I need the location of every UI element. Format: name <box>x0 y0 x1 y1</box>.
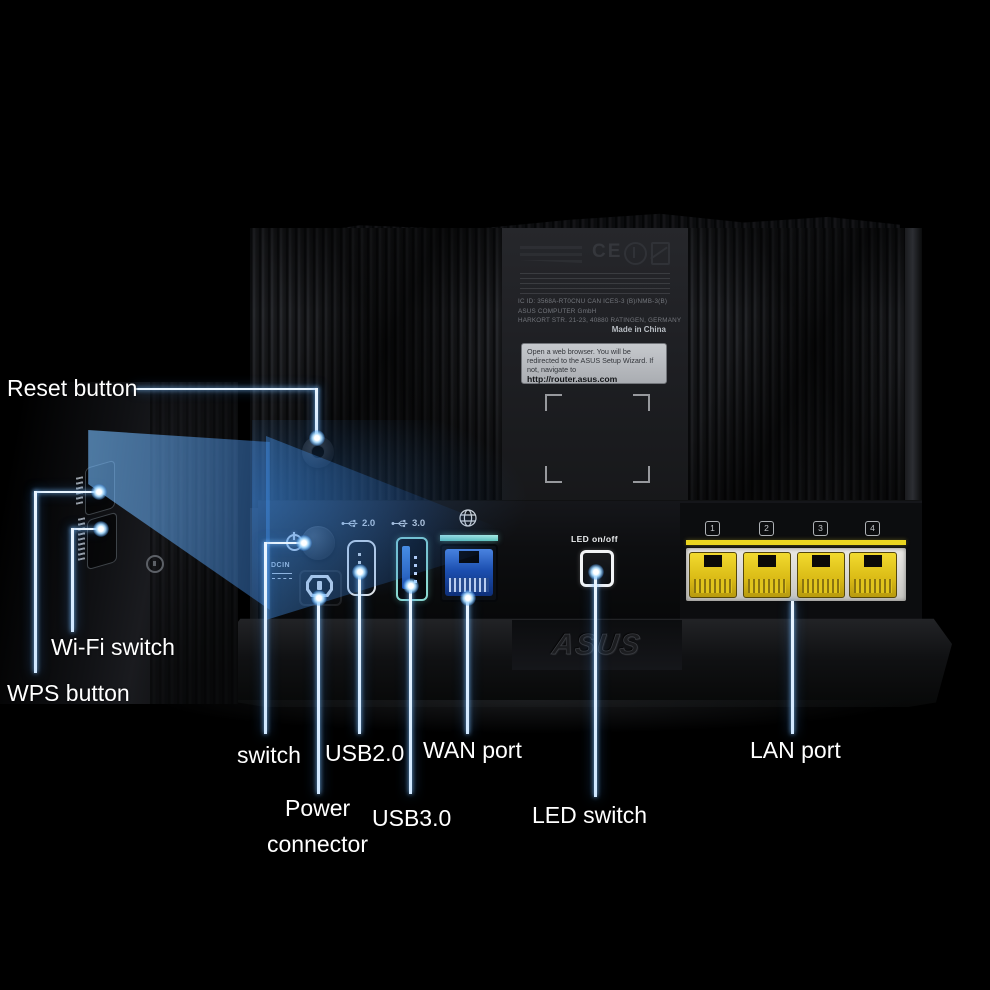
usb3-icon: 3.0 <box>391 518 425 529</box>
lan-port-4 <box>849 552 897 598</box>
wan-rj45-jack <box>445 549 493 596</box>
callout-line-wps-h <box>34 491 100 493</box>
made-in-china-text: Made in China <box>611 325 666 334</box>
label-usb3: USB3.0 <box>372 805 452 831</box>
callout-dot-switch <box>296 535 312 551</box>
callout-line-wifi-h <box>71 528 101 530</box>
regulatory-line-3: HARKORT STR. 21-23, 40880 RATINGEN, GERM… <box>518 317 682 324</box>
blue-glow-tint <box>252 420 552 620</box>
callout-dot-led <box>588 564 604 580</box>
rj45-contacts <box>693 578 733 594</box>
label-power-line1: Power <box>285 795 351 821</box>
globe-icon <box>459 509 477 527</box>
dc-symbol-icon <box>272 573 292 579</box>
label-switch: switch <box>237 742 301 768</box>
callout-line-reset-v <box>315 388 318 437</box>
label-wifi-switch: Wi-Fi switch <box>51 634 175 660</box>
ce-certification-mark: CE <box>592 241 623 262</box>
lan-port-1 <box>689 552 737 598</box>
callout-dot-usb2 <box>352 564 368 580</box>
usb3-version-text: 3.0 <box>412 518 425 529</box>
regulatory-line-2: ASUS COMPUTER GmbH <box>518 307 597 315</box>
led-onoff-label: LED on/off <box>571 534 618 544</box>
panel-ribs-right <box>688 228 922 508</box>
certification-circle-icon <box>624 242 647 265</box>
lan-port-3 <box>797 552 845 598</box>
usb2-version-text: 2.0 <box>362 518 375 529</box>
lan4-number-icon: 4 <box>865 521 880 536</box>
callout-dot-wifi <box>93 521 109 537</box>
setup-wizard-sticker: Open a web browser. You will be redirect… <box>521 343 667 384</box>
callout-dot-reset <box>309 430 325 446</box>
label-usb2: USB2.0 <box>325 740 405 766</box>
callout-dot-wps <box>91 484 107 500</box>
callout-line-reset-h <box>134 388 318 390</box>
asus-logo: ASUS <box>508 620 685 670</box>
callout-line-wan-v <box>466 598 469 734</box>
usb3-blue-tab <box>402 546 410 589</box>
regulatory-line-1: IC ID: 3568A-RT0CNU CAN ICES-3 (B)/NMB-3… <box>518 298 668 305</box>
dcin-label: DCIN <box>271 562 290 569</box>
usb3-pins <box>414 551 417 583</box>
regulatory-text: IC ID: 3568A-RT0CNU CAN ICES-3 (B)/NMB-3… <box>518 297 682 326</box>
usb2-icon: 2.0 <box>341 518 375 529</box>
wan-teal-bar <box>440 535 498 541</box>
label-area-bracket <box>633 466 650 483</box>
label-led-switch: LED switch <box>532 802 648 828</box>
wifi-etched-text <box>78 517 85 561</box>
rj45-clip-notch <box>703 555 723 567</box>
lan-port-2 <box>743 552 791 598</box>
etched-brand-mark <box>520 243 582 263</box>
rj45-contacts <box>747 578 787 594</box>
label-power-line2: connector <box>267 831 369 857</box>
sticker-text: Open a web browser. You will be redirect… <box>527 347 654 374</box>
label-area-bracket <box>633 394 650 411</box>
usb-trident-icon <box>391 519 409 528</box>
callout-dot-wan <box>460 590 476 606</box>
rj45-contacts <box>801 578 841 594</box>
power-connector-pin <box>317 581 322 590</box>
fine-print-paragraph <box>520 270 670 294</box>
brand-plate: ASUS <box>512 620 682 670</box>
callout-line-led-v <box>594 572 597 797</box>
rj45-clip-notch <box>757 555 777 567</box>
callout-line-switch-h <box>265 542 305 544</box>
callout-line-usb2-v <box>358 572 361 734</box>
callout-line-wifi-v <box>71 528 74 632</box>
lan1-number-icon: 1 <box>705 521 720 536</box>
weee-bin-icon <box>651 242 670 265</box>
sticker-url: http://router.asus.com <box>527 374 618 384</box>
callout-line-usb3-v <box>409 586 412 794</box>
label-area-bracket <box>545 466 562 483</box>
lan2-number-icon: 2 <box>759 521 774 536</box>
lan-yellow-bar <box>686 540 906 545</box>
callout-line-switch-v <box>264 542 267 734</box>
rj45-clip-notch <box>863 555 883 567</box>
rj45-contacts <box>448 577 490 592</box>
lan3-number-icon: 3 <box>813 521 828 536</box>
label-area-bracket <box>545 394 562 411</box>
floor-shadow <box>150 700 910 734</box>
callout-line-lan-v <box>791 601 794 734</box>
lock-icon <box>146 555 164 573</box>
callout-line-power-v <box>317 598 320 794</box>
panel-ribs-left <box>250 228 503 508</box>
label-reset-button: Reset button <box>7 375 138 401</box>
callout-dot-usb3 <box>403 578 419 594</box>
rj45-clip-notch <box>811 555 831 567</box>
label-lan-port: LAN port <box>750 737 841 763</box>
callout-line-wps-v <box>34 491 37 673</box>
rj45-contacts <box>853 578 893 594</box>
callout-dot-power <box>311 590 327 606</box>
rj45-clip-notch <box>459 551 479 563</box>
label-wps-button: WPS button <box>7 680 130 706</box>
label-wan-port: WAN port <box>423 737 522 763</box>
usb-trident-icon <box>341 519 359 528</box>
